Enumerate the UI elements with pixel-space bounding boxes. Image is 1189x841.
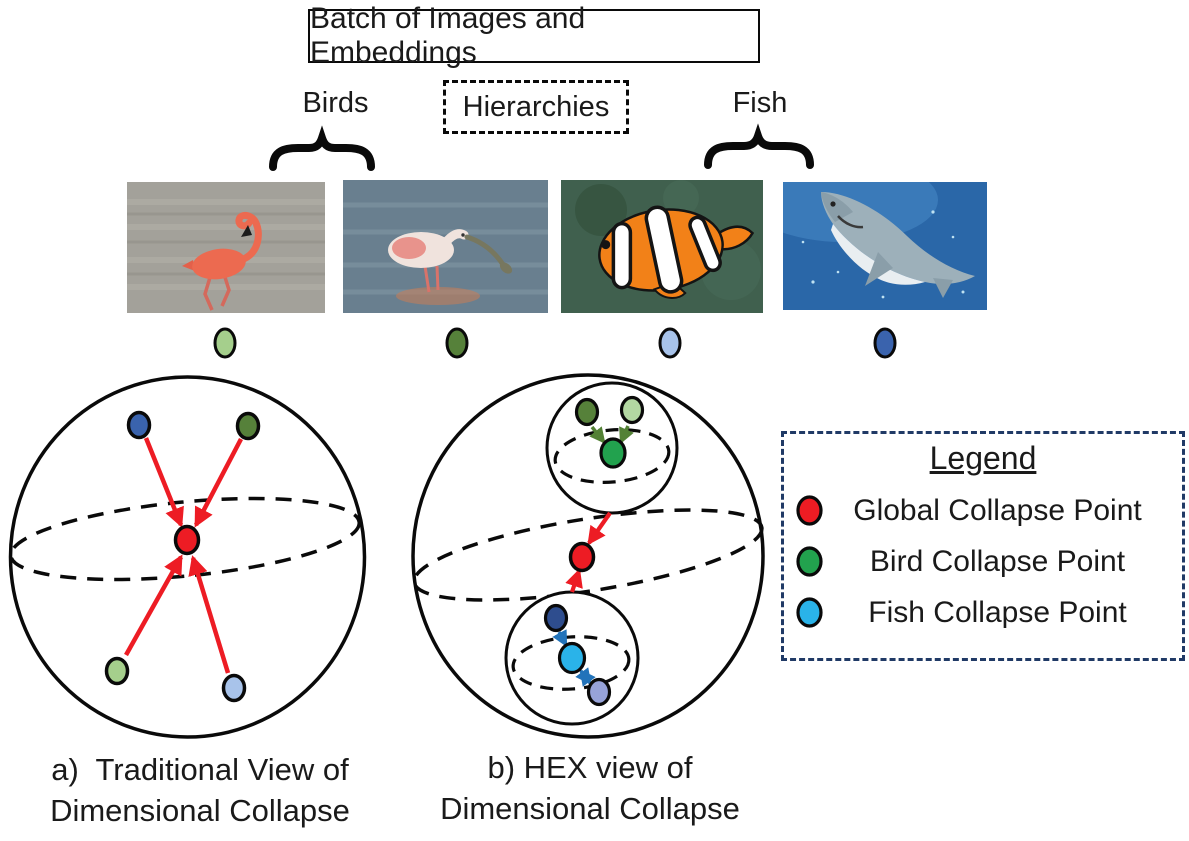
legend-label-global: Global Collapse Point xyxy=(853,493,1142,527)
embedding-dot-clownfish xyxy=(658,327,682,359)
caption-a: a) Traditional View of Dimensional Colla… xyxy=(0,749,400,831)
sphere-a-equator xyxy=(9,496,361,582)
a-global-collapse-point xyxy=(173,524,201,556)
b-bird-collapse-point xyxy=(599,437,627,469)
embedding-dots-row xyxy=(213,327,897,359)
fish-collapse-dot-icon xyxy=(796,597,823,628)
b-global-arrow-from-birds xyxy=(587,511,612,546)
bird-collapse-arrow-right xyxy=(619,425,634,445)
fish-group-label: Fish xyxy=(732,87,788,119)
legend-label-bird: Bird Collapse Point xyxy=(869,544,1126,578)
photo-shark xyxy=(783,182,987,310)
sphere-a-traditional xyxy=(8,375,367,739)
birds-group-label: Birds xyxy=(302,87,369,119)
b-fish-collapse-point xyxy=(557,641,587,675)
sphere-b-hex xyxy=(411,373,765,739)
legend-title: Legend xyxy=(929,440,1037,476)
legend-box: Legend Global Collapse Point Bird Collap… xyxy=(781,431,1185,661)
photo-spoonbill xyxy=(343,180,548,313)
b-global-arrow-from-fish xyxy=(565,568,583,593)
sphere-a-collapse-arrows xyxy=(124,437,243,674)
fish-subsphere-equator xyxy=(511,635,631,691)
b-dot-spoonbill-embedding xyxy=(574,397,600,427)
flamingo-shape xyxy=(182,212,262,311)
a-dot-flamingo-embedding xyxy=(104,656,130,686)
embedding-dot-shark xyxy=(873,327,897,359)
embedding-dot-spoonbill xyxy=(445,327,469,359)
bird-subsphere-equator xyxy=(553,428,671,484)
fish-collapse-arrow-bottom xyxy=(575,667,596,687)
legend-label-fish: Fish Collapse Point xyxy=(868,595,1127,629)
legend-row-fish: Fish Collapse Point xyxy=(784,587,1182,638)
legend-row-bird: Bird Collapse Point xyxy=(784,536,1182,587)
photo-flamingo xyxy=(127,182,325,313)
caption-b-line2: Dimensional Collapse xyxy=(440,791,740,826)
sphere-a-outline xyxy=(8,375,367,739)
spoonbill-shape xyxy=(388,229,513,305)
hierarchies-label: Hierarchies xyxy=(462,90,610,123)
water-texture xyxy=(343,202,548,295)
batch-title-label: Batch of Images and Embeddings xyxy=(310,2,586,69)
caption-b: b) HEX view of Dimensional Collapse xyxy=(392,747,788,829)
hierarchies-box: Hierarchies xyxy=(443,80,629,134)
birds-brace-icon xyxy=(269,125,375,171)
caption-a-line2: Dimensional Collapse xyxy=(50,793,350,828)
b-dot-flamingo-embedding xyxy=(619,395,645,425)
legend-row-global: Global Collapse Point xyxy=(784,485,1182,536)
clownfish-shape xyxy=(598,205,755,299)
b-dot-shark-embedding xyxy=(543,603,569,633)
bird-collapse-arrow-left xyxy=(589,425,606,444)
fish-brace-icon xyxy=(704,123,814,169)
batch-title-box: Batch of Images and Embeddings xyxy=(308,2,760,69)
b-global-collapse-point xyxy=(568,541,596,573)
caption-a-line1: a) Traditional View of xyxy=(51,752,349,787)
shark-shape xyxy=(821,192,975,298)
a-dot-shark-embedding xyxy=(126,410,152,440)
fish-subsphere xyxy=(504,590,640,726)
bird-collapse-dot-icon xyxy=(796,546,823,577)
a-dot-clownfish-embedding xyxy=(221,673,247,703)
photo-clownfish xyxy=(561,180,763,313)
sphere-b-equator xyxy=(412,508,764,602)
caption-b-line1: b) HEX view of xyxy=(487,750,693,785)
embedding-dot-flamingo xyxy=(213,327,237,359)
bird-subsphere xyxy=(545,381,679,515)
b-dot-clownfish-embedding xyxy=(586,677,612,707)
global-collapse-dot-icon xyxy=(796,495,823,526)
a-dot-spoonbill-embedding xyxy=(235,411,261,441)
fish-collapse-arrow-top xyxy=(552,629,568,648)
